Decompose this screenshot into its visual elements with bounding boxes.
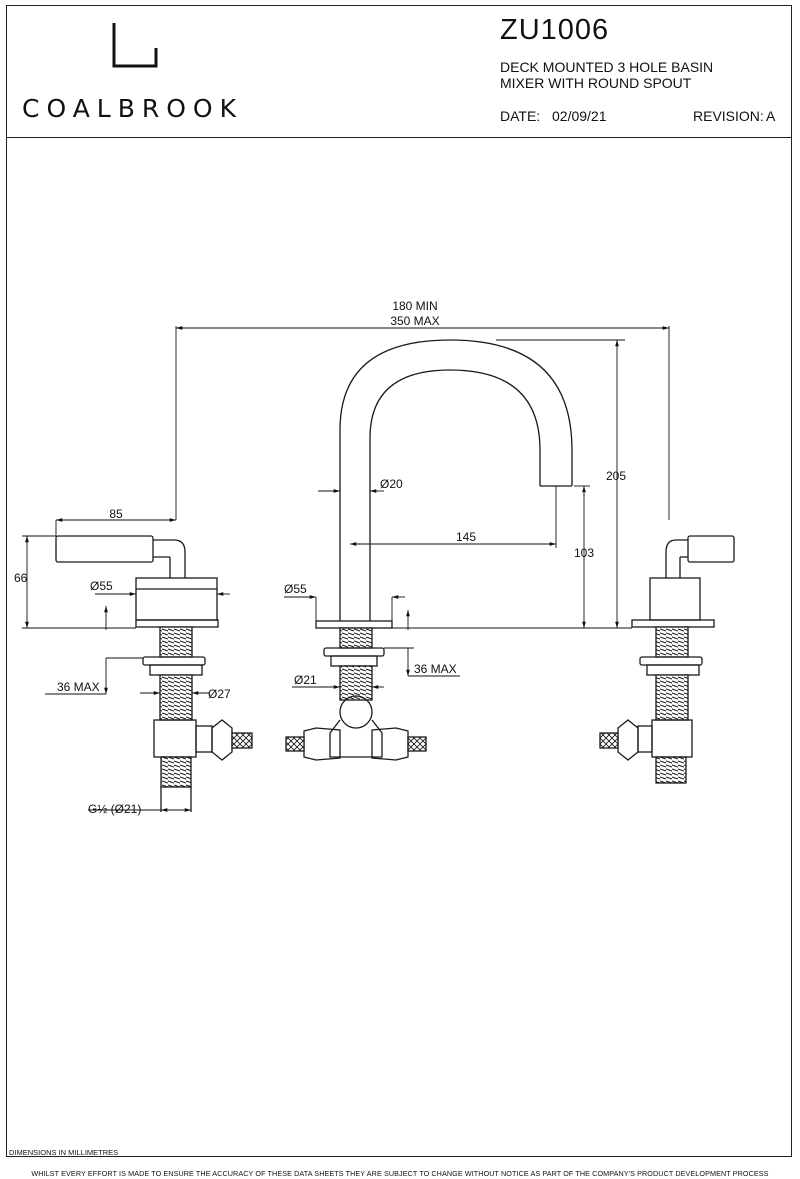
overall-height-label: 205 <box>606 469 626 483</box>
spout-tube-dia-label: Ø20 <box>380 477 403 491</box>
handle-base-dia-label: Ø55 <box>90 579 113 593</box>
dimension-labels: 180 MIN 350 MAX 85 66 Ø55 36 MAX Ø27 G½ … <box>14 299 626 816</box>
title-block <box>6 5 792 138</box>
revision-label: REVISION: <box>693 108 764 124</box>
spout-reach-label: 145 <box>456 530 476 544</box>
revision-value: A <box>766 108 776 124</box>
span-max-label: 350 MAX <box>390 314 439 328</box>
right-handle-valve <box>599 535 735 784</box>
spout-max-deck-label: 36 MAX <box>414 662 457 676</box>
description-line-2: MIXER WITH ROUND SPOUT <box>500 75 692 91</box>
spout-outlet-height-label: 103 <box>574 546 594 560</box>
date-value: 02/09/21 <box>552 108 607 124</box>
date-label: DATE: <box>500 108 541 124</box>
coalbrook-logo-icon <box>112 23 158 68</box>
shank-dia-label: Ø27 <box>208 687 231 701</box>
dimension-lines <box>22 326 670 812</box>
spout-shank-dia-label: Ø21 <box>294 673 317 687</box>
span-min-label: 180 MIN <box>392 299 437 313</box>
handle-reach-label: 85 <box>109 507 123 521</box>
disclaimer: WHILST EVERY EFFORT IS MADE TO ENSURE TH… <box>31 1169 769 1178</box>
brand-name: COALBROOK <box>22 94 243 123</box>
spout-base-dia-label: Ø55 <box>284 582 307 596</box>
left-handle-valve <box>55 535 253 812</box>
inlet-thread-label: G½ (Ø21) <box>88 802 141 816</box>
product-description: DECK MOUNTED 3 HOLE BASIN MIXER WITH ROU… <box>500 59 713 91</box>
left-max-deck-label: 36 MAX <box>57 680 100 694</box>
description-line-1: DECK MOUNTED 3 HOLE BASIN <box>500 59 714 75</box>
product-code: ZU1006 <box>500 14 610 46</box>
handle-height-label: 66 <box>14 571 28 585</box>
spout-assembly <box>285 339 573 761</box>
units-note: DIMENSIONS IN MILLIMETRES <box>9 1148 119 1157</box>
drawing-sheet-border <box>6 5 792 1157</box>
